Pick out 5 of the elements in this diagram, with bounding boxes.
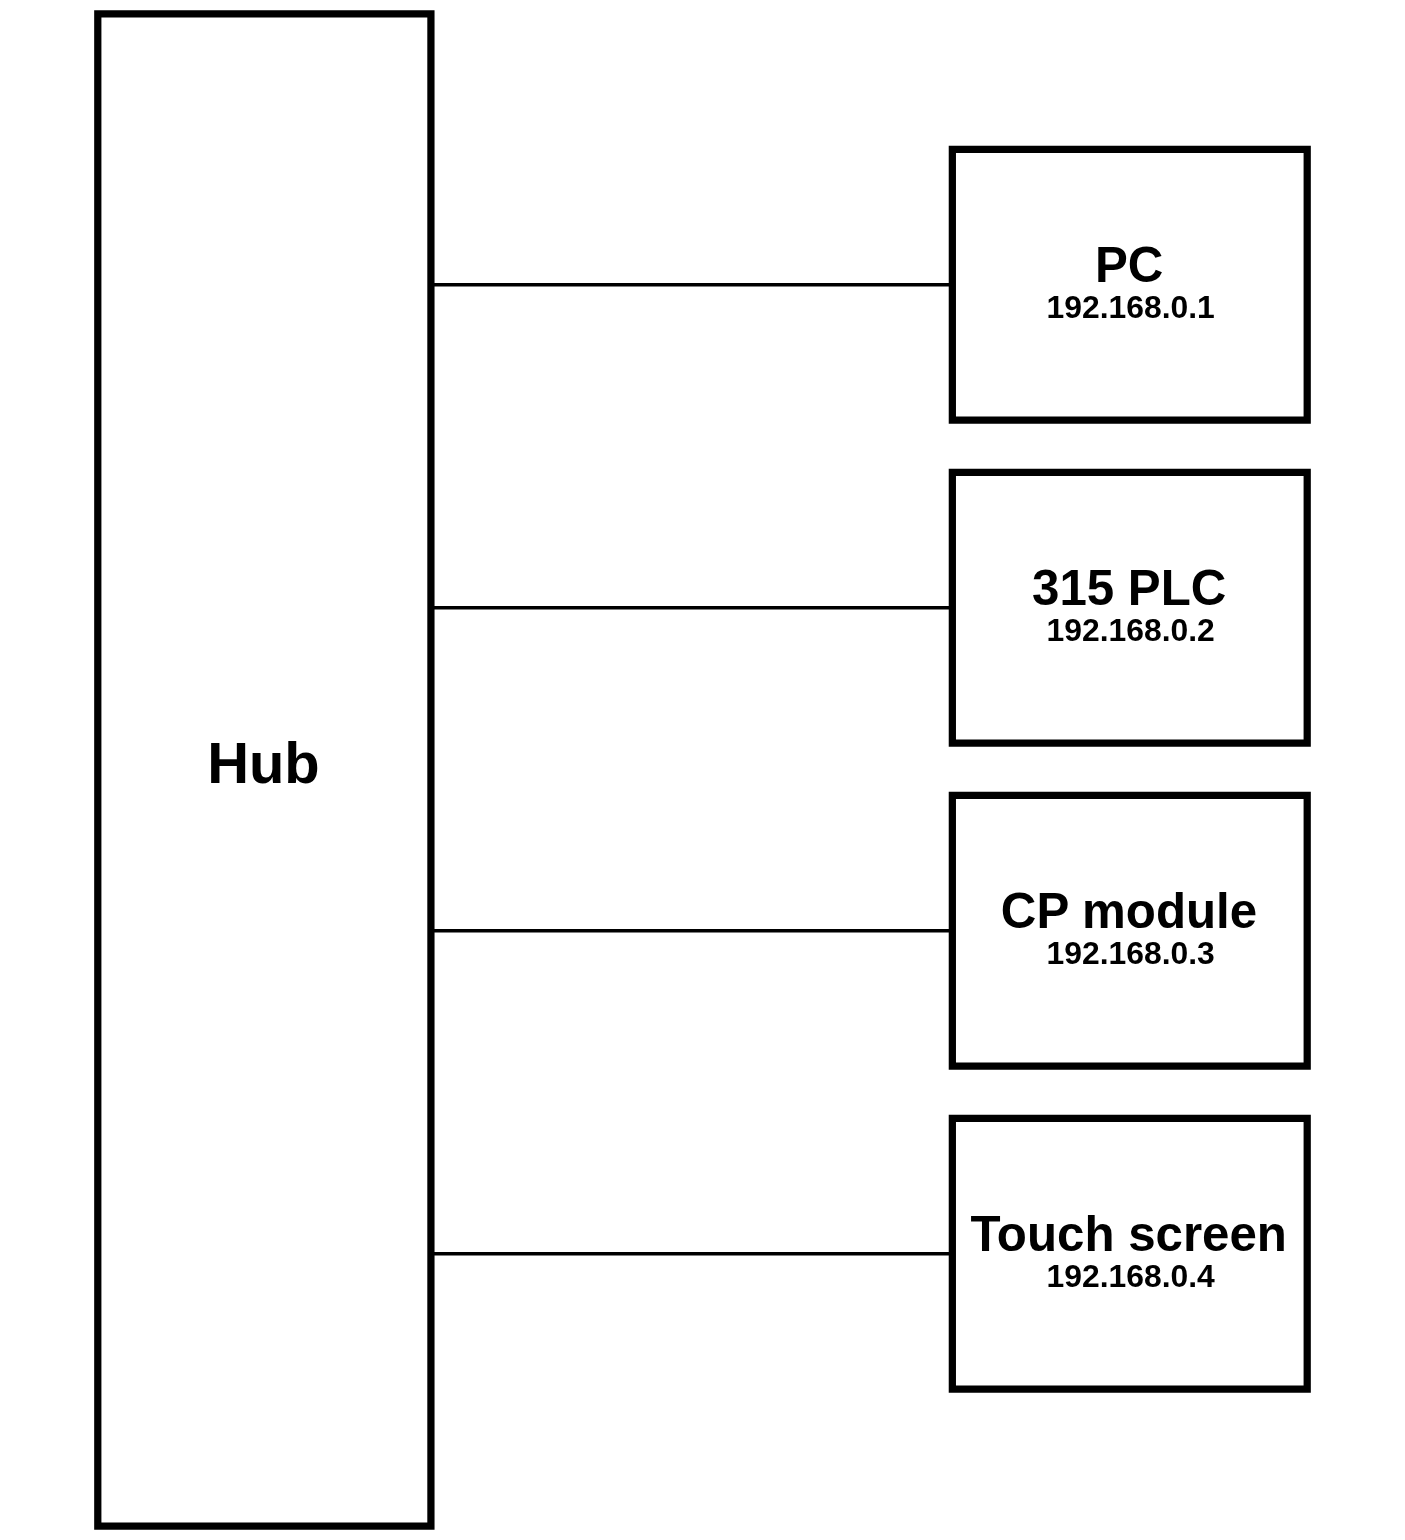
node-box: CP module 192.168.0.3 (948, 791, 1311, 1070)
node-box: Hub (94, 10, 435, 1530)
node-box: PC 192.168.0.1 (948, 145, 1311, 424)
node-box: 315 PLC 192.168.0.2 (948, 468, 1311, 747)
node-box: Touch screen 192.168.0.4 (948, 1114, 1311, 1393)
